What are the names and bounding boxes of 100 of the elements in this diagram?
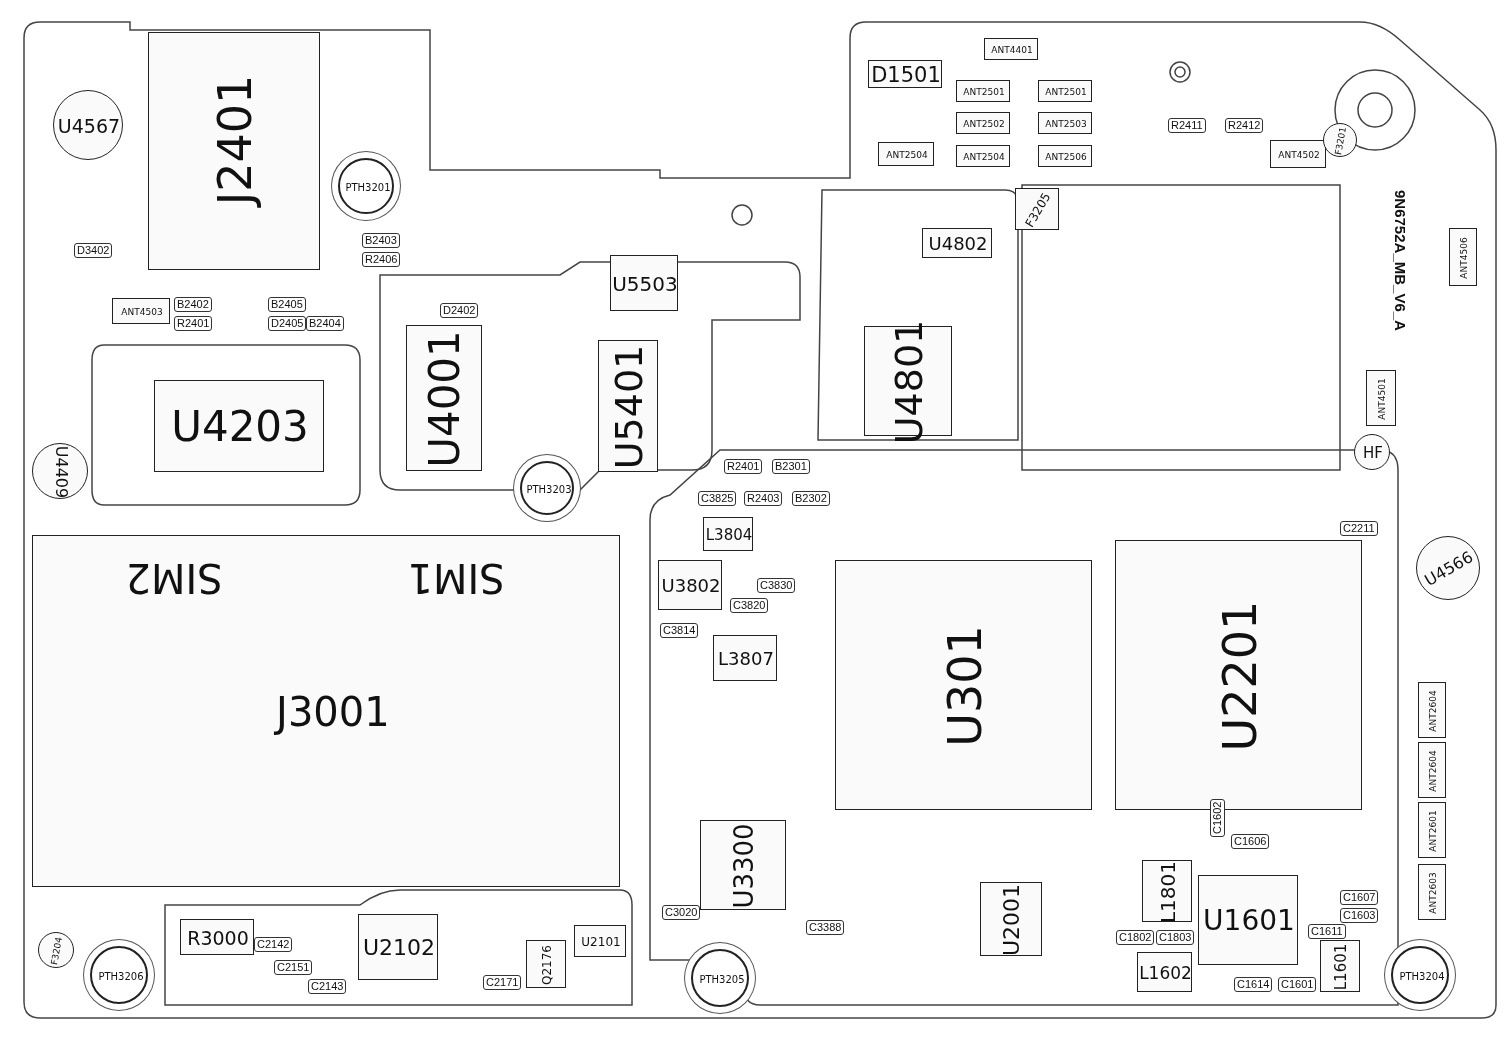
- component-outline: [180, 919, 254, 955]
- component-designator: C3825: [698, 491, 737, 506]
- component-designator: R2401: [174, 316, 213, 331]
- component-designator: ANT4401: [991, 45, 1033, 55]
- component-outline: [658, 560, 722, 610]
- component-outline: [598, 340, 658, 472]
- component-designator: C1606: [1231, 834, 1270, 849]
- component-designator: D2402: [440, 303, 479, 318]
- component-designator: R2401: [724, 459, 763, 474]
- component-designator: B2403: [362, 233, 400, 248]
- component-designator: D2405: [268, 316, 307, 331]
- component-designator: L3807: [718, 650, 774, 668]
- component-designator: U2101: [581, 936, 621, 948]
- component-designator: C2142: [254, 937, 293, 952]
- component-designator: U5401: [610, 344, 648, 470]
- component-designator: ANT4502: [1278, 150, 1320, 160]
- component-designator: L1601: [1333, 943, 1349, 991]
- component-outline: [878, 142, 934, 166]
- component-outline: [1418, 682, 1446, 738]
- component-designator: C2151: [274, 960, 313, 975]
- component-designator: ANT4503: [121, 307, 163, 317]
- component-designator: ANT2506: [1045, 152, 1087, 162]
- component-outline: [1198, 875, 1298, 965]
- component-designator: ANT2601: [1428, 810, 1438, 852]
- component-designator: SIM1: [407, 558, 505, 599]
- component-designator: PTH3204: [1399, 972, 1445, 982]
- component-outline: [1366, 370, 1396, 426]
- round-pad-outline: [1323, 123, 1357, 157]
- component-designator: Q2176: [541, 945, 553, 985]
- component-designator: C3814: [660, 623, 699, 638]
- component-outline: [1142, 860, 1192, 922]
- round-pad-outline: [1354, 434, 1390, 470]
- component-designator: ANT2504: [963, 152, 1005, 162]
- component-designator: B2301: [772, 459, 810, 474]
- component-outline: [835, 560, 1092, 810]
- component-designator: B2302: [792, 491, 830, 506]
- component-designator: C1602: [1210, 798, 1225, 837]
- component-designator: R2406: [362, 252, 401, 267]
- component-designator: PTH3206: [98, 972, 144, 982]
- component-designator: ANT2503: [1045, 119, 1087, 129]
- component-designator: PTH3201: [345, 183, 391, 193]
- component-outline: [1449, 228, 1477, 286]
- component-outline: [358, 914, 438, 980]
- component-designator: ANT2604: [1428, 690, 1438, 732]
- component-designator: C1803: [1156, 930, 1195, 945]
- component-outline: [574, 925, 626, 957]
- component-designator: U5503: [612, 274, 678, 294]
- component-designator: ANT2501: [963, 87, 1005, 97]
- component-designator: U4801: [890, 319, 928, 445]
- component-designator: U3300: [731, 823, 757, 909]
- component-outline: [1038, 145, 1092, 167]
- component-designator: C3020: [662, 905, 701, 920]
- component-designator: U4802: [928, 235, 988, 253]
- component-outline: [406, 325, 482, 471]
- component-designator: PTH3205: [699, 975, 745, 985]
- component-designator: C2211: [1340, 521, 1378, 536]
- component-designator: B2404: [306, 316, 344, 331]
- component-outline: [956, 112, 1010, 134]
- component-designator: ANT4501: [1377, 378, 1387, 420]
- component-designator: ANT2604: [1428, 750, 1438, 792]
- component-outline: [1418, 864, 1446, 920]
- component-designator: B2405: [268, 297, 306, 312]
- component-designator: C1614: [1234, 977, 1273, 992]
- component-designator: ANT4506: [1459, 237, 1469, 279]
- round-pad-outline: [38, 932, 74, 968]
- component-designator: C1802: [1116, 930, 1155, 945]
- component-designator: C3830: [757, 578, 796, 593]
- component-designator: C2171: [483, 975, 522, 990]
- component-outline: [956, 145, 1010, 167]
- component-designator: R3000: [187, 928, 249, 948]
- component-outline: [526, 940, 566, 988]
- component-designator: U1601: [1203, 907, 1295, 935]
- component-designator: PTH3203: [526, 485, 572, 495]
- component-designator: R2412: [1225, 118, 1264, 133]
- component-outline: [922, 228, 992, 258]
- component-outline: [703, 517, 753, 551]
- component-designator: C1601: [1278, 977, 1317, 992]
- component-outline: [1015, 188, 1059, 230]
- component-designator: U2201: [1216, 600, 1263, 752]
- component-designator: D1501: [871, 64, 941, 86]
- component-designator: U4409: [53, 445, 69, 499]
- component-designator: R2411: [1168, 118, 1206, 133]
- component-designator: HF: [1363, 445, 1383, 461]
- component-outline: [980, 882, 1042, 956]
- component-designator: L3804: [705, 527, 753, 543]
- component-designator: U2102: [362, 937, 436, 959]
- component-designator: U4001: [424, 330, 466, 468]
- component-outline: [713, 635, 777, 681]
- component-designator: U301: [941, 625, 988, 747]
- component-designator: ANT2603: [1428, 872, 1438, 914]
- component-designator: R2403: [744, 491, 783, 506]
- component-designator: D3402: [74, 243, 113, 258]
- component-outline: [1137, 952, 1192, 992]
- component-designator: U3802: [661, 577, 721, 595]
- component-outline: [1320, 940, 1360, 992]
- component-outline: [1418, 742, 1446, 798]
- component-outline: [154, 380, 324, 472]
- component-designator: C1607: [1340, 890, 1379, 905]
- component-outline: [956, 80, 1010, 102]
- component-designator: F3201: [1334, 126, 1348, 156]
